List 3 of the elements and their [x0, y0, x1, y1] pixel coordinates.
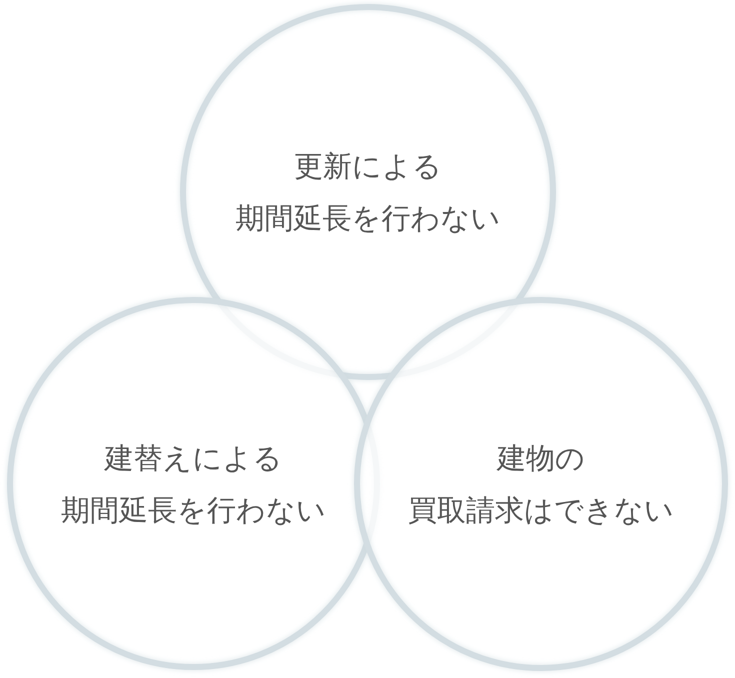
circle-label: 建替えによる期間延長を行わない — [61, 440, 326, 528]
circle-label: 建物の買取請求はできない — [408, 440, 674, 529]
circle-label: 更新による期間延長を行わない — [236, 148, 500, 237]
